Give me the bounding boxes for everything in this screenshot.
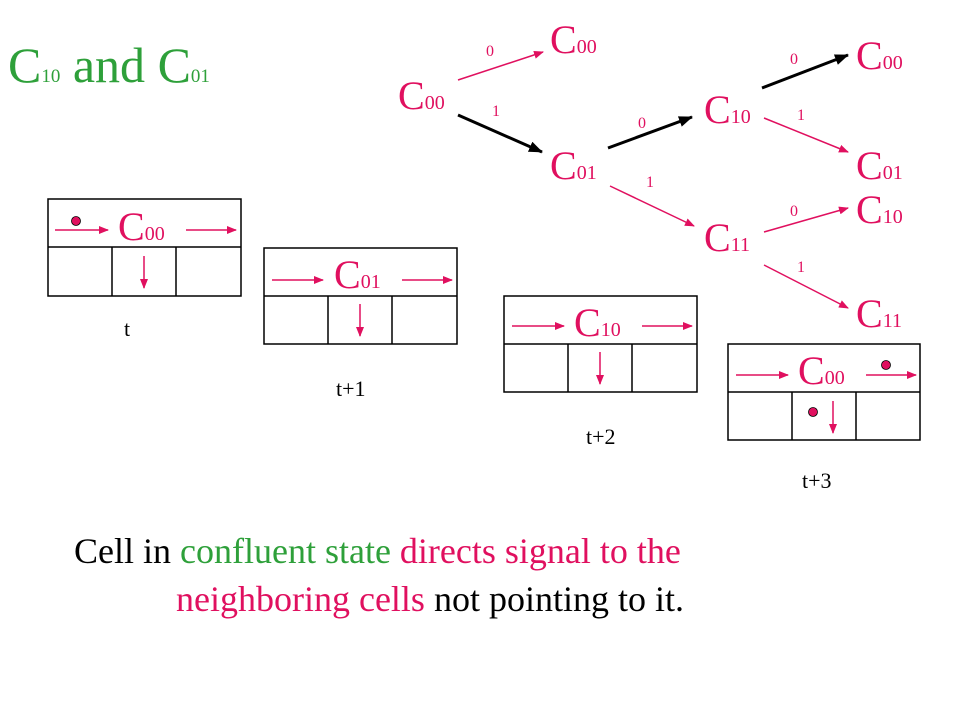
edge-c10-to-c00-highlighted [761,53,849,90]
edge-label-c11-c11: 1 [797,259,805,276]
frame-t3-cell-label: C00 [798,348,845,393]
edge-label-c10-c01: 1 [797,107,805,124]
time-label-t3: t+3 [802,468,832,493]
title-joiner: and [60,37,158,93]
slide-title: C10 and C01 [8,40,210,102]
signal-dot [808,407,818,417]
signal-dot [881,360,891,370]
time-label-t2: t+2 [586,424,616,449]
title-c01-letter: C [157,37,191,93]
edge-root-to-c00 [457,51,544,81]
frame-t2-grid [503,295,698,393]
tree-l3-c10: C10 [856,187,903,232]
frame-t2-cell-label: C10 [574,300,621,345]
tree-l3-c00: C00 [856,33,903,78]
edge-c01-to-c10-highlighted [607,115,693,150]
edge-label-c01-c11: 1 [646,174,654,191]
edge-label-c11-c10: 0 [790,203,798,220]
frame-t-grid [47,198,242,297]
edge-c10-to-c01 [763,117,849,153]
edge-label-root-c00: 0 [486,43,494,60]
title-c10-letter: C [8,37,42,93]
edge-root-to-c01-highlighted [457,113,543,154]
tree-root-c00: C00 [398,73,445,118]
signal-dot [71,216,81,226]
edge-c11-to-c10 [763,206,849,233]
edge-label-c01-c10: 0 [638,115,646,132]
edge-c11-to-c11 [763,264,849,309]
tree-l3-c01: C01 [856,143,903,188]
edge-label-c10-c00: 0 [790,51,798,68]
edge-c01-to-c11 [609,185,695,227]
tree-l1-c01: C01 [550,143,597,188]
caption-line-2: neighboring cells not pointing to it. [176,579,684,619]
title-c01-sub: 01 [190,66,210,87]
tree-l2-c11: C11 [704,215,750,260]
frame-t1-grid [263,247,458,345]
frame-t1-cell-label: C01 [334,252,381,297]
time-label-t1: t+1 [336,376,366,401]
tree-l2-c10: C10 [704,87,751,132]
title-c10-sub: 10 [41,66,61,87]
frame-t-cell-label: C00 [118,204,165,249]
frame-t3-grid [727,343,921,441]
edge-label-root-c01: 1 [492,103,500,120]
time-label-t: t [124,316,131,341]
caption-line-1: Cell in confluent state directs signal t… [74,531,681,571]
tree-l1-c00: C00 [550,17,597,62]
tree-l3-c11: C11 [856,291,902,336]
